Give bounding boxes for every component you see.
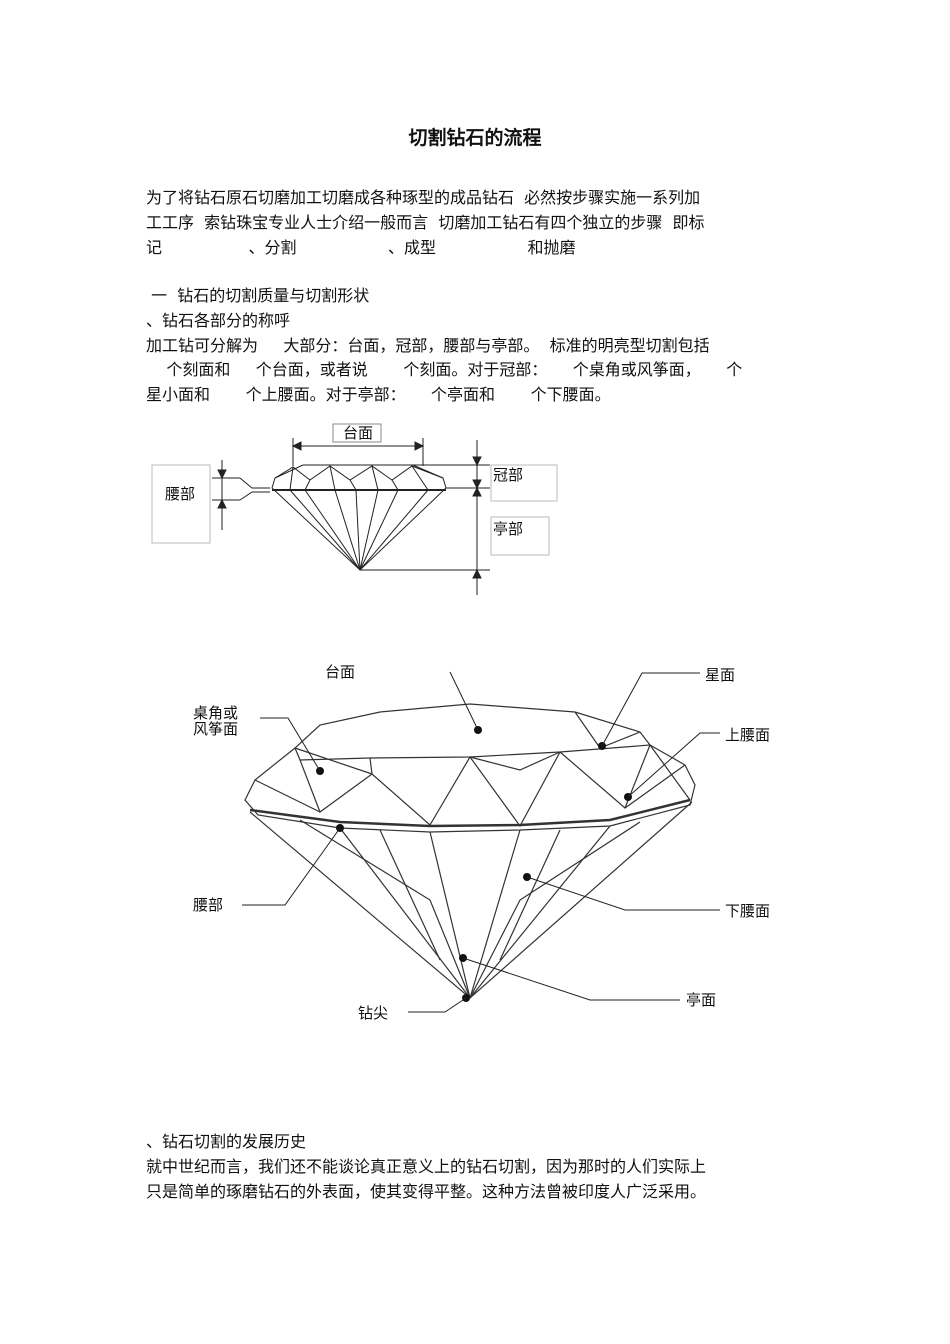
d2-lower-girdle-label: 下腰面	[725, 902, 770, 920]
intro-line-1: 为了将钻石原石切磨加工切磨成各种琢型的成品钻石 必然按步骤实施一系列加	[146, 188, 701, 207]
d2-girdle-label: 腰部	[193, 896, 223, 914]
page-title: 切割钻石的流程	[408, 127, 542, 149]
d2-star-label: 星面	[705, 666, 735, 684]
intro-line-2: 工工序 索钻珠宝专业人士介绍一般而言 切磨加工钻石有四个独立的步骤 即标	[146, 213, 705, 232]
section1-body-line-3: 星小面和 个上腰面。对于亭部： 个亭面和 个下腰面。	[146, 385, 611, 404]
pavilion-label: 亭部	[493, 520, 523, 538]
section1-heading: 一 钻石的切割质量与切割形状	[146, 286, 370, 305]
table-label: 台面	[343, 424, 373, 442]
d2-pavilion-label: 亭面	[686, 991, 716, 1009]
d2-kite-label-2: 风筝面	[193, 720, 238, 738]
section2-body-line-2: 只是简单的琢磨钻石的外表面，使其变得平整。这种方法曾被印度人广泛采用。	[146, 1182, 707, 1201]
crown-label: 冠部	[493, 466, 523, 484]
intro-line-3: 记 、分割 、成型 和抛磨	[146, 238, 576, 257]
section2-heading: 、钻石切割的发展历史	[146, 1132, 307, 1151]
section1-subheading: 、钻石各部分的称呼	[146, 311, 291, 330]
section2-body-line-1: 就中世纪而言，我们还不能谈论真正意义上的钻石切割，因为那时的人们实际上	[146, 1157, 707, 1176]
d2-culet-label: 钻尖	[358, 1004, 388, 1022]
d2-table-label: 台面	[325, 663, 355, 681]
d2-upper-girdle-label: 上腰面	[725, 726, 770, 744]
girdle-label: 腰部	[165, 485, 195, 503]
section1-body-line-2: 个刻面和 个台面，或者说 个刻面。对于冠部： 个桌角或风筝面， 个	[146, 360, 743, 379]
d2-kite-label-1: 桌角或	[193, 704, 238, 722]
section1-body-line-1: 加工钻可分解为 大部分：台面，冠部，腰部与亭部。 标准的明亮型切割包括	[146, 336, 710, 355]
